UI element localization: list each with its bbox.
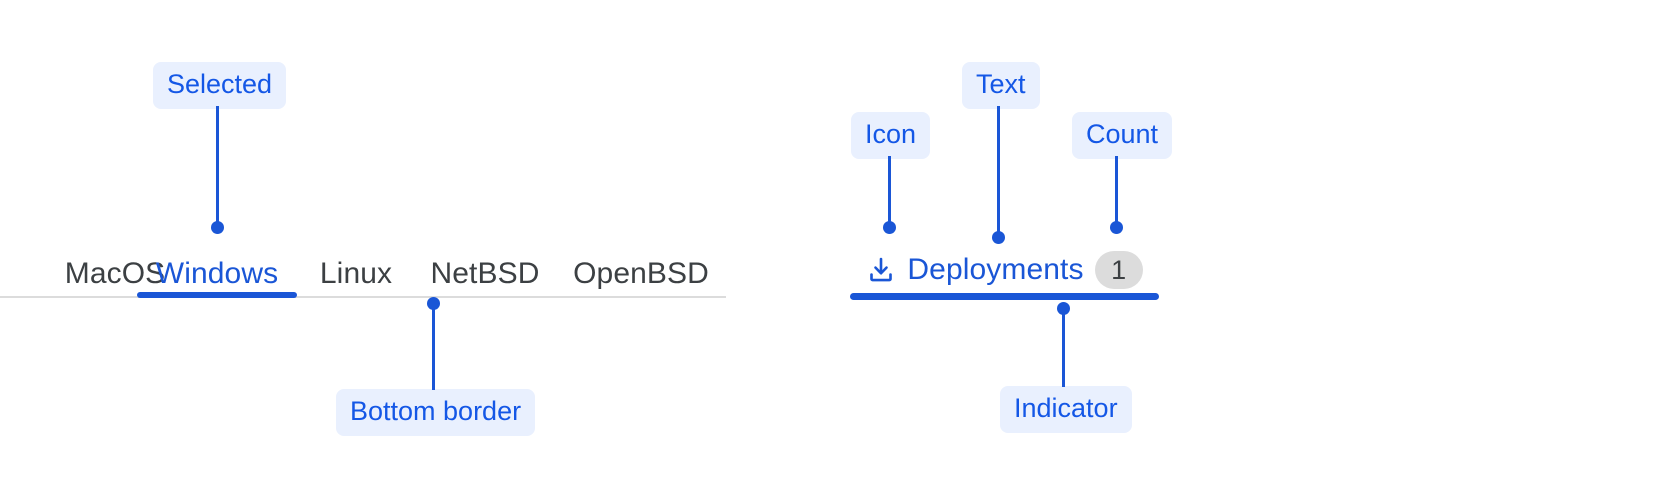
tab-strip-bottom-rule [0, 296, 726, 298]
tab-deployments[interactable]: Deployments 1 [850, 248, 1159, 300]
tab-macos[interactable]: MacOS [0, 250, 230, 298]
tab-openbsd-label: OpenBSD [573, 257, 709, 290]
leader-dot-indicator [1057, 302, 1070, 315]
tab-deployments-indicator [850, 293, 1159, 300]
leader-line-indicator [1062, 303, 1065, 387]
annotation-chip-bottom-border: Bottom border [336, 389, 536, 436]
tab-linux[interactable]: Linux [297, 250, 415, 298]
annotation-chip-count: Count [1072, 112, 1173, 159]
tab-deployments-label: Deployments [907, 253, 1084, 286]
annotation-chip-selected: Selected [153, 62, 287, 109]
tab-netbsd-label: NetBSD [430, 257, 540, 290]
annotation-chip-text: Text [962, 62, 1040, 109]
download-icon [866, 255, 896, 285]
tab-strip: MacOS Windows Linux NetBSD OpenBSD [0, 248, 726, 298]
leader-dot-count [1110, 221, 1123, 234]
tab-windows[interactable]: Windows [137, 250, 297, 298]
annotation-chip-indicator: Indicator [1000, 386, 1132, 433]
leader-line-bottom-border [432, 304, 435, 390]
leader-line-selected [216, 106, 219, 228]
leader-dot-selected [211, 221, 224, 234]
tab-macos-label: MacOS [64, 257, 166, 290]
tab-linux-label: Linux [319, 257, 393, 290]
leader-line-text [997, 106, 1000, 238]
tab-deployments-count-badge: 1 [1094, 251, 1143, 289]
annotation-chip-icon: Icon [851, 112, 931, 159]
leader-dot-text [992, 231, 1005, 244]
tab-windows-label: Windows [155, 257, 279, 290]
leader-line-icon [888, 156, 891, 228]
tab-deployments-content: Deployments 1 [850, 248, 1159, 292]
tab-windows-bottom-border [137, 292, 297, 298]
tab-openbsd[interactable]: OpenBSD [555, 250, 727, 298]
leader-dot-icon [883, 221, 896, 234]
leader-line-count [1115, 156, 1118, 228]
tab-netbsd[interactable]: NetBSD [415, 250, 555, 298]
leader-dot-bottom-border [427, 297, 440, 310]
